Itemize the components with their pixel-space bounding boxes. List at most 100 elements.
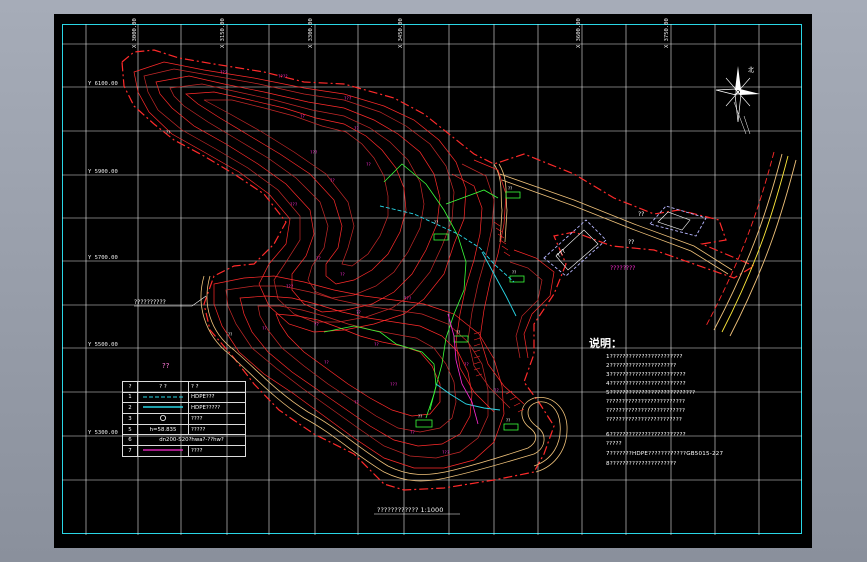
legend-name: HDPE??? — [188, 391, 246, 404]
svg-text:??: ?? — [354, 400, 359, 405]
note-line: 5??????????????????????????? — [606, 390, 696, 396]
legend-index: 5 — [122, 423, 138, 436]
svg-text:????: ???? — [278, 74, 288, 79]
grid-x-label: X 3000.00 — [132, 18, 138, 48]
svg-text:??: ?? — [324, 360, 329, 365]
side-label: ???????? — [610, 265, 635, 272]
grid-y-labels: Y 6100.00 Y 5900.00 Y 5700.00 Y 5500.00 … — [88, 81, 118, 436]
highway — [705, 151, 797, 337]
svg-text:???: ??? — [220, 70, 228, 75]
legend-name: ???? — [188, 412, 246, 425]
svg-text:???: ??? — [344, 96, 352, 101]
spot-label: ?? — [456, 330, 460, 335]
drawing-frame — [62, 24, 802, 534]
spot-label: ?? — [228, 332, 232, 337]
legend-index: 6 — [122, 434, 138, 446]
svg-text:??: ?? — [354, 126, 359, 131]
note-line: 4???????????????????????? — [606, 381, 686, 387]
legend-row: 5 h=58.835 ????? — [122, 423, 246, 436]
grid-x-label: X 3150.00 — [220, 18, 226, 48]
grid-x-label: X 3750.00 — [664, 18, 670, 48]
legend-symbol-circle-icon — [137, 412, 189, 425]
legend-name: ????? — [188, 423, 246, 436]
legend-symbol-magenta-line — [137, 444, 189, 457]
svg-text:??: ?? — [494, 388, 499, 393]
svg-text:??: ?? — [316, 256, 321, 261]
note-line: 6???????????????????????? — [606, 432, 686, 438]
svg-text:???: ??? — [290, 202, 298, 207]
grid-x-label: X 3300.00 — [308, 18, 314, 48]
spot-label: ?? — [166, 130, 170, 135]
legend-index: 2 — [122, 402, 138, 414]
svg-text:??: ?? — [464, 362, 469, 367]
legend-header: ? — [122, 381, 138, 393]
grid-x-label: X 3600.00 — [576, 18, 582, 48]
gate-label-2: ?? — [638, 211, 644, 218]
grid-lines — [62, 24, 802, 535]
callout-leader — [134, 295, 207, 307]
gate-label: ?? — [628, 239, 634, 246]
legend-row: 3 ???? — [122, 412, 246, 425]
spot-label: ?? — [418, 414, 422, 419]
svg-text:??: ?? — [356, 310, 361, 315]
svg-text:???: ??? — [442, 450, 450, 455]
building: ??? — [543, 205, 707, 277]
legend-header: ? ? — [137, 381, 189, 393]
slope-hatching — [473, 221, 525, 413]
grid-y-label: Y 5300.00 — [88, 430, 118, 436]
grid-y-label: Y 5700.00 — [88, 255, 118, 261]
drawing-labels: ???????? ?? ?? ?????????? ?? ?? ?? ?? ??… — [134, 130, 644, 423]
note-line: 7???????HDPE????????????GB5015-227 — [606, 451, 724, 457]
notes-title: 说明： — [589, 337, 622, 350]
building-label: ??? — [556, 248, 568, 260]
elevation-labels: ?????????? ??????? ??????? ??????? ?????… — [220, 70, 499, 455]
note-line: 1??????????????????????? — [606, 354, 683, 360]
legend-row: 6 dn200-S20?hwa?-??hw? — [122, 434, 246, 446]
left-callout: ?????????? — [134, 299, 166, 306]
grid-x-labels: X 3000.00 X 3150.00 X 3300.00 X 3450.00 … — [132, 18, 670, 48]
svg-text:??: ?? — [366, 162, 371, 167]
scale-label: ???????????? 1:1000 — [377, 506, 444, 514]
svg-text:??: ?? — [410, 430, 415, 435]
green-features — [323, 163, 525, 431]
svg-text:???: ??? — [404, 296, 412, 301]
legend-index: 1 — [122, 391, 138, 404]
spot-label: ?? — [506, 418, 510, 423]
drawing-sheet: X 3000.00 X 3150.00 X 3300.00 X 3450.00 … — [54, 14, 812, 548]
legend-row: 1 HDPE??? — [122, 391, 246, 404]
access-road — [200, 163, 733, 482]
svg-text:??: ?? — [374, 342, 379, 347]
note-line: ???????????????????????? — [606, 417, 683, 423]
legend-header: ? ? — [188, 381, 246, 393]
note-line: 8????????????????????? — [606, 461, 677, 467]
svg-text:??: ?? — [340, 272, 345, 277]
legend-row: 7 ???? — [122, 444, 246, 457]
magenta-line — [447, 313, 479, 425]
site-plan: X 3000.00 X 3150.00 X 3300.00 X 3450.00 … — [62, 18, 802, 535]
grid-y-label: Y 6100.00 — [88, 81, 118, 87]
legend-name: HDPE????? — [188, 402, 246, 414]
spot-label: ?? — [512, 270, 516, 275]
grid-x-label: X 3450.00 — [398, 18, 404, 48]
legend-index: 7 — [122, 444, 138, 457]
note-line: 2????????????????????? — [606, 363, 677, 369]
svg-text:??: ?? — [262, 326, 267, 331]
grid-y-label: Y 5900.00 — [88, 169, 118, 175]
legend-table: ? ? ? ? ? 1 HDPE??? 2 HDPE????? 3 ???? 5… — [122, 381, 246, 457]
note-line: ????? — [606, 441, 622, 447]
legend-header-row: ? ? ? ? ? — [122, 381, 246, 393]
legend-symbol-text: dn200-S20?hwa?-??hw? — [137, 434, 246, 446]
legend-index: 3 — [122, 412, 138, 425]
svg-text:??: ?? — [314, 322, 319, 327]
hdpe-pipes — [379, 205, 517, 411]
svg-text:???: ??? — [390, 382, 398, 387]
grid-y-label: Y 5500.00 — [88, 342, 118, 348]
svg-text:??: ?? — [300, 114, 305, 119]
note-line: 3???????????????????????? — [606, 372, 686, 378]
spot-label: ?? — [434, 220, 438, 225]
legend-title: ?? — [162, 362, 170, 370]
legend-symbol-dashed-cyan — [137, 391, 189, 404]
legend-name: ???? — [188, 444, 246, 457]
site-boundary — [121, 49, 756, 491]
legend-symbol-text: h=58.835 — [137, 423, 189, 436]
